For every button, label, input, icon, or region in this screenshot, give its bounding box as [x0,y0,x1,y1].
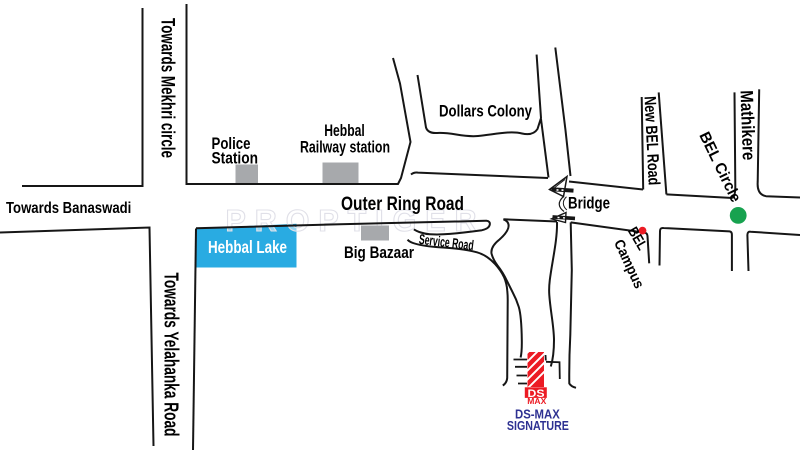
svg-text:Outer Ring Road: Outer Ring Road [341,193,464,215]
svg-text:Towards Mekhri circle: Towards Mekhri circle [157,18,179,158]
svg-text:Hebbal: Hebbal [324,121,365,140]
svg-text:Police: Police [212,134,251,153]
svg-text:Hebbal Lake: Hebbal Lake [208,237,287,257]
svg-text:Towards Banaswadi: Towards Banaswadi [6,200,131,217]
svg-text:MAX: MAX [527,397,547,406]
svg-text:DS: DS [528,388,545,400]
svg-text:Bridge: Bridge [568,194,610,212]
svg-text:Mathikere: Mathikere [737,90,759,161]
svg-text:SIGNATURE: SIGNATURE [507,418,569,433]
svg-text:Service Road: Service Road [418,232,475,254]
svg-text:New BEL Road: New BEL Road [641,96,663,186]
svg-text:Railway station: Railway station [300,139,390,157]
svg-text:Towards Yelahanka Road: Towards Yelahanka Road [160,273,182,437]
svg-text:Station: Station [212,148,259,167]
svg-text:Big Bazaar: Big Bazaar [344,243,414,262]
svg-text:DS-MAX: DS-MAX [515,407,560,422]
svg-text:Dollars Colony: Dollars Colony [439,102,532,121]
